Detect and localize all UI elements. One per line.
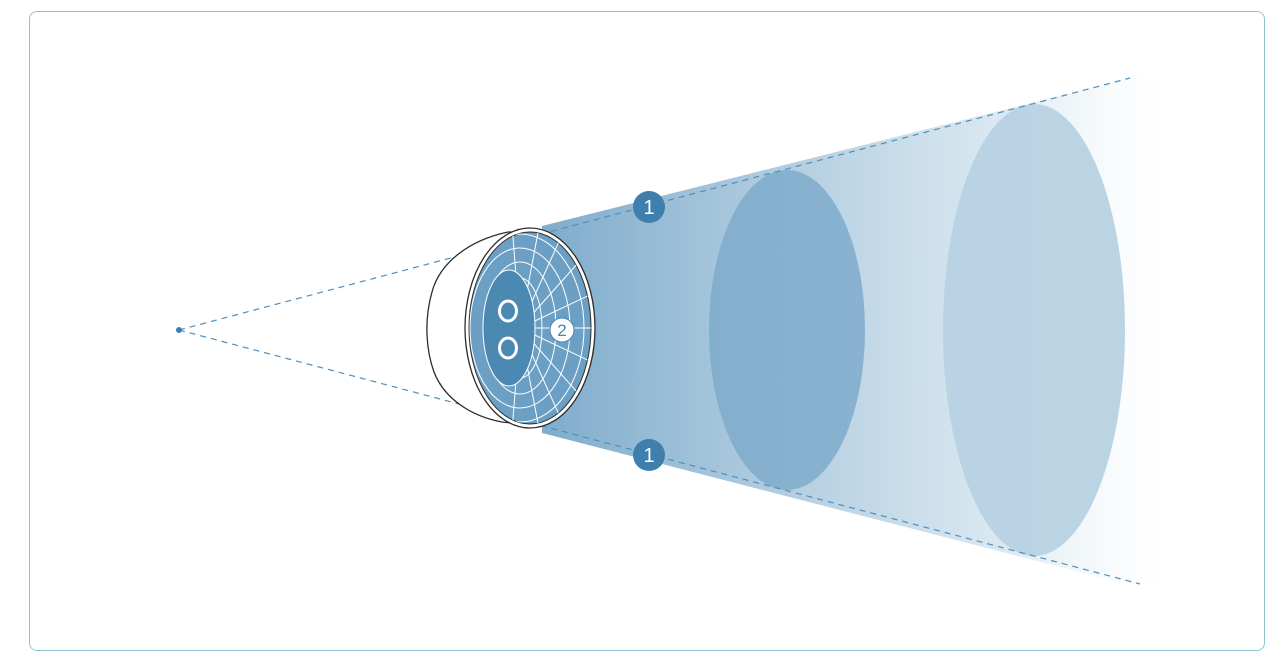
radar-sensor-icon: [426, 227, 596, 429]
callout-badge-sensor: 2: [549, 317, 575, 343]
sensor-core: [482, 269, 536, 387]
range-zone-near: [709, 170, 865, 490]
lens-bottom-icon: [498, 336, 518, 360]
origin-point-icon: [176, 327, 182, 333]
lens-top-icon: [498, 299, 518, 323]
callout-badge-top: 1: [633, 191, 665, 223]
callout-badge-bottom: 1: [633, 439, 665, 471]
range-zone-far: [943, 104, 1125, 556]
boundary-line-top: [178, 77, 1131, 331]
callout-label: 1: [643, 197, 654, 219]
callout-label: 1: [643, 445, 654, 467]
callout-label: 2: [557, 321, 566, 340]
